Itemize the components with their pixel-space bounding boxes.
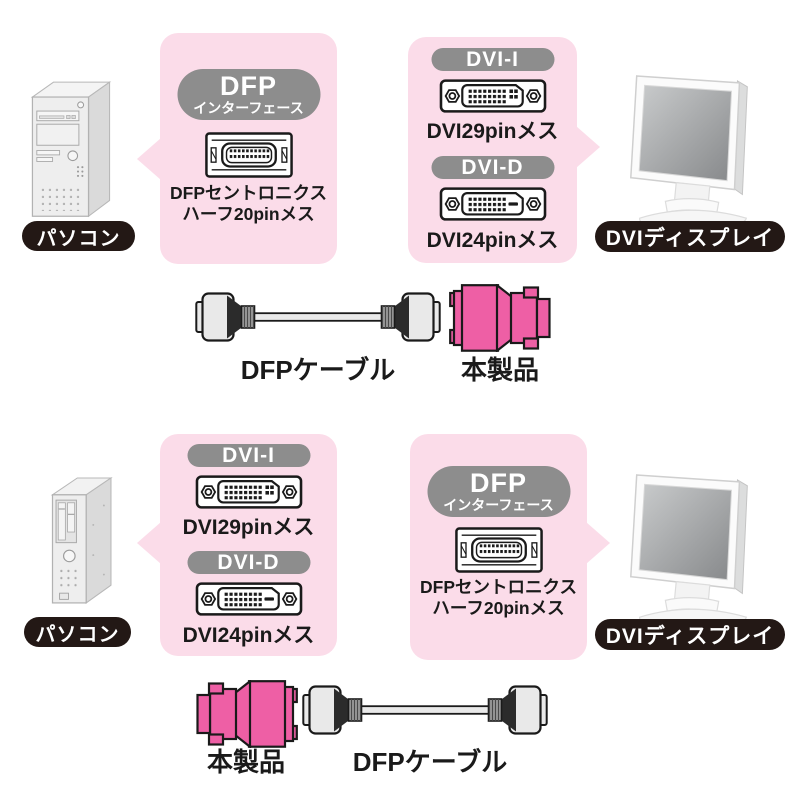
bubble-tail-left [137,522,161,564]
dvi-i-caption: DVI29pinメス [426,120,559,143]
dvi-d-connector-icon [439,187,546,221]
dvi-i-connector-icon [439,79,546,113]
display-label-badge: DVIディスプレイ [595,221,785,252]
pc-tower-icon [31,81,111,217]
dvi-d-caption: DVI24pinメス [426,229,559,252]
monitor-icon [630,474,749,630]
pc-label-badge: パソコン [24,617,131,647]
dvi-i-caption: DVI29pinメス [182,516,315,539]
product-label: 本製品 [460,355,539,385]
dfp-title: DFP [470,467,527,498]
dfp-connector-icon [204,132,293,178]
dfp-cable-icon [302,682,548,738]
dfp-subtitle: インターフェース [193,99,304,116]
cable-label: DFPケーブル [240,355,396,385]
bubble-tail-right [576,126,600,168]
dvi-bubble: DVI-I DVI29pinメス DVI-D DVI24pinメス [408,37,600,263]
dvi-d-pill: DVI-D [187,551,310,574]
dfp-interface-bubble: DFP インターフェース DFPセントロニクス ハーフ20pinメス [137,33,337,264]
bubble-tail-left [137,138,161,180]
bubble-tail-right [586,522,610,564]
dfp-connector-caption: DFPセントロニクス ハーフ20pinメス [420,577,577,618]
pc-label: パソコン [36,227,121,250]
dfp-interface-pill: DFP インターフェース [427,466,570,517]
dfp-cable-icon [195,289,441,345]
display-label-badge: DVIディスプレイ [595,619,785,650]
dfp-interface-pill: DFP インターフェース [177,69,320,120]
adapter-icon [196,680,298,748]
cable-label: DFPケーブル [352,747,508,777]
pc-desktop-icon [51,477,112,604]
dfp-connector-icon [454,527,543,573]
pc-label: パソコン [35,623,120,646]
dfp-subtitle: インターフェース [443,496,554,513]
dvi-d-connector-icon [195,582,302,616]
dfp-interface-bubble: DFP インターフェース DFPセントロニクス ハーフ20pinメス [410,434,610,660]
dfp-connector-caption: DFPセントロニクス ハーフ20pinメス [170,183,327,224]
product-label: 本製品 [206,747,285,777]
dvi-i-connector-icon [195,475,302,509]
dvi-i-pill: DVI-I [187,444,310,467]
display-label: DVIディスプレイ [605,226,775,250]
dfp-title: DFP [220,70,277,101]
display-label: DVIディスプレイ [605,624,775,648]
dvi-d-caption: DVI24pinメス [182,624,315,647]
adapter-icon [449,284,551,352]
monitor-icon [630,75,749,231]
pc-label-badge: パソコン [22,221,135,251]
dvi-d-pill: DVI-D [431,156,554,179]
dvi-i-pill: DVI-I [431,48,554,71]
dvi-bubble: DVI-I DVI29pinメス DVI-D DVI24pinメス [137,434,337,656]
